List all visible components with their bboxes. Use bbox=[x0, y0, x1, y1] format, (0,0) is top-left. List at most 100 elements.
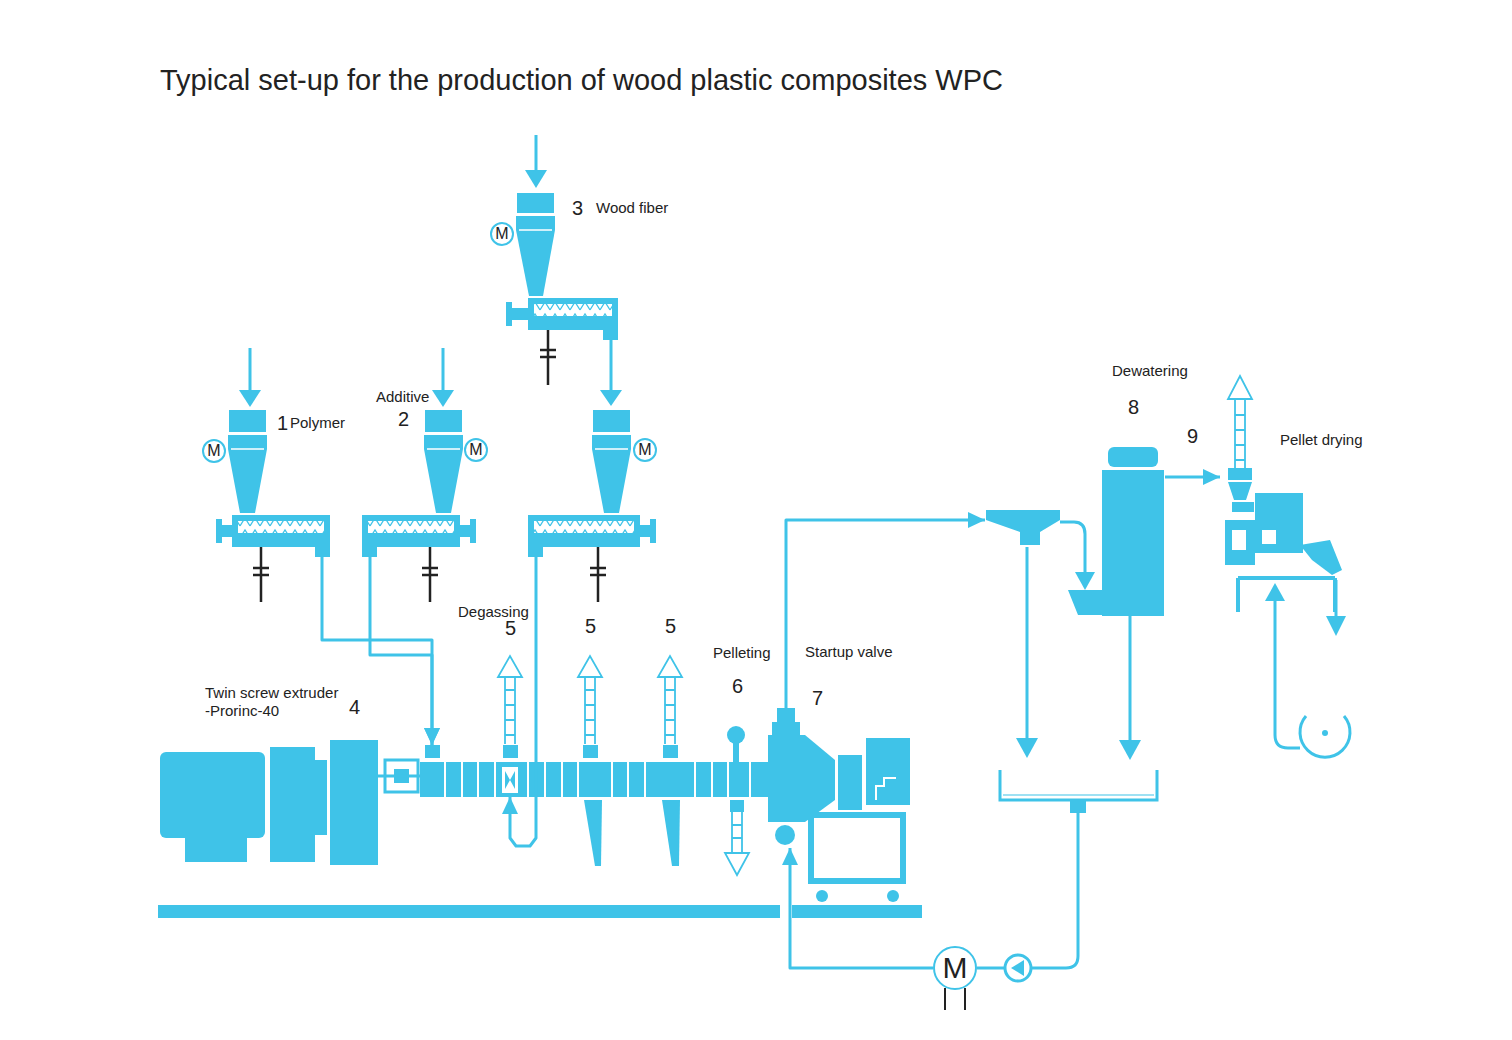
water-circuit-part bbox=[1011, 960, 1024, 976]
feeder-symbols-part bbox=[229, 410, 266, 432]
extruder-symbol-part bbox=[502, 767, 518, 793]
feeder-symbols-part bbox=[232, 515, 330, 547]
arrow-head bbox=[424, 728, 440, 745]
callout-number: 3 bbox=[572, 197, 583, 220]
connector-line bbox=[510, 557, 536, 846]
feeder-symbols-part bbox=[534, 304, 612, 316]
extruder-symbol-part bbox=[185, 838, 247, 862]
water-circuit bbox=[945, 447, 1164, 1010]
water-circuit-part bbox=[1108, 447, 1158, 467]
pelletizer-symbol-part bbox=[838, 755, 862, 810]
water-circuit-part bbox=[977, 813, 1078, 968]
extruder-symbol-part bbox=[160, 752, 265, 838]
arrow-head bbox=[968, 512, 985, 528]
extruder-symbol-part bbox=[510, 771, 515, 789]
dryer-symbol-part bbox=[1255, 493, 1303, 553]
pelletizer-symbol-part bbox=[816, 890, 828, 902]
extruder-symbol-part bbox=[584, 800, 602, 866]
feeder-symbols-part bbox=[362, 547, 377, 557]
feeder-symbols-part bbox=[460, 525, 470, 537]
part-label: Pellet drying bbox=[1280, 431, 1363, 448]
callout-number: 7 bbox=[812, 687, 823, 710]
arrow-head bbox=[1203, 469, 1220, 485]
connector-line bbox=[790, 848, 933, 968]
part-label: Degassing bbox=[458, 603, 529, 620]
motor-letter: M bbox=[943, 953, 968, 983]
connector-line bbox=[370, 557, 432, 745]
callout-number: 1 bbox=[277, 412, 288, 435]
feeder-symbols-part bbox=[362, 515, 460, 547]
water-circuit-part bbox=[1070, 800, 1086, 813]
dewatering-unit: Dewatering8 bbox=[985, 440, 1165, 616]
part-label: Startup valve bbox=[805, 643, 893, 660]
vent-arrows bbox=[498, 376, 1252, 875]
feeder-symbols-part bbox=[534, 304, 612, 316]
dryer-symbol-part bbox=[1300, 540, 1342, 575]
extruder-symbol-part bbox=[505, 771, 510, 789]
motor-symbol: M bbox=[202, 439, 226, 463]
feeder-symbols-part bbox=[528, 547, 543, 557]
feeder-symbols-part bbox=[593, 410, 630, 432]
water-circuit-part bbox=[945, 988, 965, 1010]
extruder-symbol-part bbox=[662, 800, 680, 866]
callout-number: 4 bbox=[349, 696, 360, 719]
feeder-symbols-part bbox=[216, 519, 222, 543]
feeder-symbols-part bbox=[600, 390, 622, 406]
connector-line bbox=[786, 520, 985, 708]
motor-letter: M bbox=[469, 442, 482, 458]
feeder-symbols-part bbox=[517, 193, 554, 213]
extruder-symbol-part bbox=[330, 740, 378, 865]
pelletizer-symbol-part bbox=[158, 905, 780, 918]
feeder-symbols-part bbox=[368, 521, 454, 533]
callout-number: 6 bbox=[732, 675, 743, 698]
callout-number: 2 bbox=[398, 408, 409, 431]
extruder-symbol-part bbox=[270, 747, 315, 862]
extruder-symbol-part bbox=[503, 745, 518, 758]
dryer-symbol-part bbox=[1238, 578, 1335, 612]
flow-connector bbox=[502, 557, 536, 846]
motor-letter: M bbox=[495, 226, 508, 242]
feeder-symbols-part bbox=[231, 230, 628, 449]
vent-arrows-part bbox=[578, 656, 602, 677]
water-circuit-part bbox=[1075, 572, 1095, 590]
vent-arrows-part bbox=[1235, 400, 1245, 468]
motor-letter: M bbox=[207, 443, 220, 459]
pelletizer-symbol-part bbox=[792, 905, 922, 918]
part-label: Wood fiber bbox=[596, 199, 668, 216]
feeder-symbols-part bbox=[525, 170, 547, 188]
extruder-symbol-part bbox=[420, 762, 770, 797]
dryer-symbol-part bbox=[1335, 580, 1338, 618]
feeder-symbols-part bbox=[222, 525, 232, 537]
vent-arrows-part bbox=[505, 676, 515, 744]
pelletizer-symbol-part bbox=[811, 815, 903, 881]
water-circuit-part bbox=[1016, 738, 1038, 758]
dryer-symbol-part bbox=[1228, 468, 1252, 480]
flow-connector bbox=[782, 848, 933, 968]
pellet-dryer: 9Pellet drying bbox=[1220, 465, 1345, 612]
extruder-symbol-part bbox=[583, 745, 598, 758]
extruder-symbol-part bbox=[730, 800, 744, 812]
callout-number: 9 bbox=[1187, 425, 1198, 448]
extruder-symbol-part bbox=[425, 745, 440, 758]
extruder-barrel: Twin screw extruder -Prorinc-404 bbox=[418, 745, 770, 797]
feeder-symbols-part bbox=[238, 521, 324, 533]
feeder-symbols-part bbox=[424, 435, 463, 513]
arrow-head bbox=[424, 728, 440, 745]
flow-connector bbox=[322, 557, 440, 745]
feeder-symbols-part bbox=[592, 435, 631, 513]
part-label: Twin screw extruder -Prorinc-40 bbox=[205, 684, 345, 720]
motor-symbol: M bbox=[490, 222, 514, 246]
dryer-symbol-part bbox=[1232, 530, 1246, 550]
vent-arrows-part bbox=[1228, 376, 1252, 399]
extruder-symbol bbox=[160, 726, 770, 866]
vent-arrows-part bbox=[585, 676, 595, 744]
extruder-symbol-part bbox=[663, 745, 678, 758]
water-circuit-part bbox=[1102, 470, 1164, 616]
dryer-symbol-part bbox=[1228, 482, 1252, 500]
part-label: Pelleting bbox=[713, 644, 771, 661]
feeder-symbols bbox=[216, 135, 656, 602]
pelletizer-symbol-part bbox=[772, 722, 800, 735]
vent-arrows-part bbox=[732, 812, 742, 852]
